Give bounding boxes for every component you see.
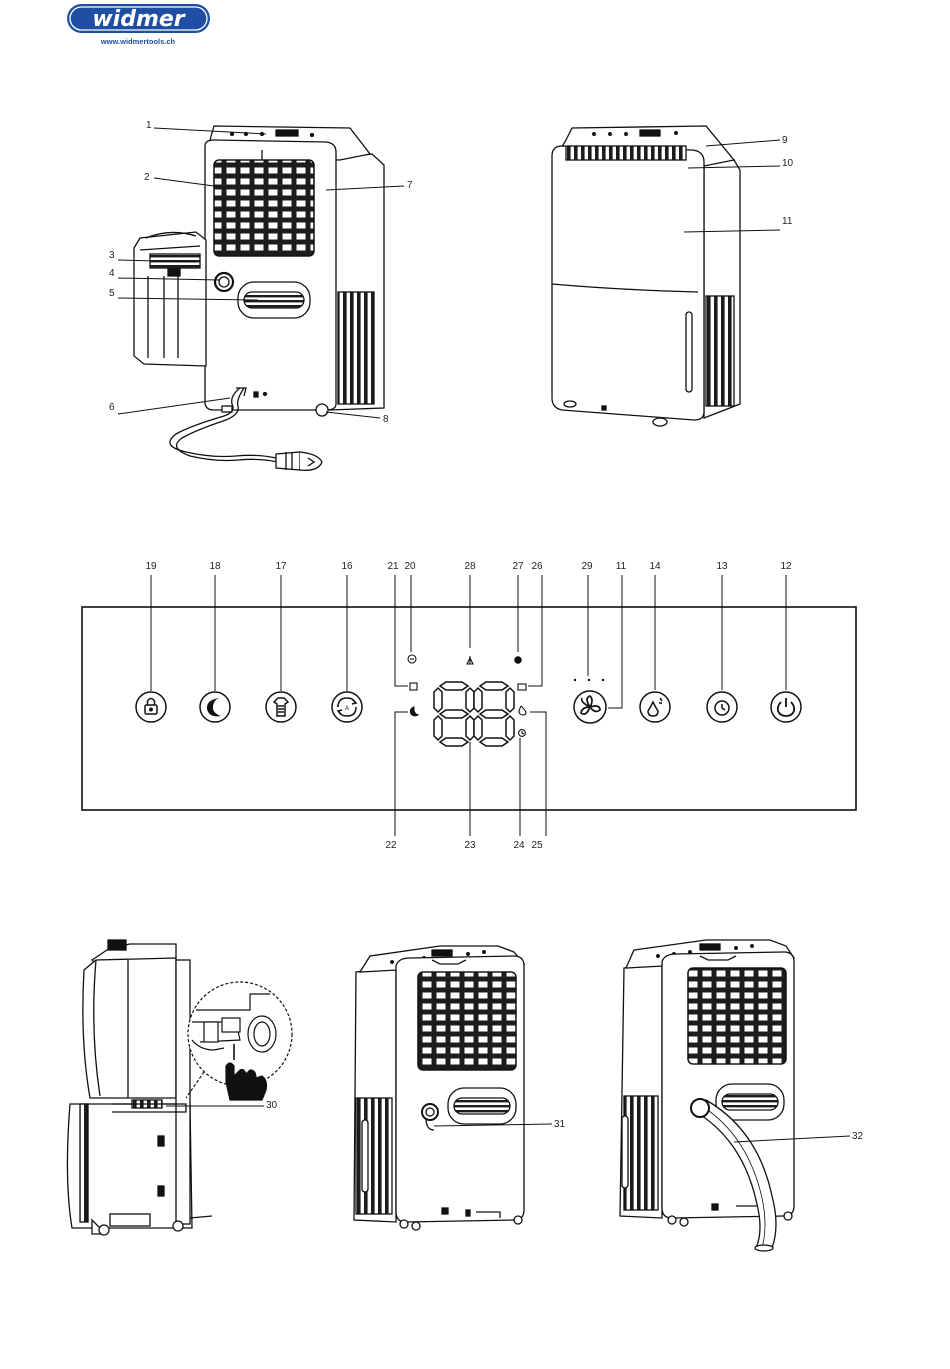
callout-32: 32 [852,1131,864,1142]
callout-21: 21 [387,561,399,572]
callout-10: 10 [782,158,794,169]
drain-zoom-detail [186,982,292,1100]
callout-22: 22 [385,840,397,851]
callout-11b: 11 [616,561,627,572]
callout-11: 11 [782,216,793,227]
callout-16: 16 [341,561,353,572]
sleep-button[interactable] [200,692,230,722]
dehumidifier-back-view [552,126,740,426]
callout-25: 25 [531,840,543,851]
ionizer-indicator-icon [515,657,521,663]
laundry-button[interactable] [266,692,296,722]
callout-12: 12 [780,561,792,572]
timer-button[interactable] [707,692,737,722]
callout-17: 17 [275,561,287,572]
lock-button[interactable] [136,692,166,722]
panel-top-callouts: 19 18 17 16 21 20 28 27 26 29 11 14 13 1… [145,561,792,572]
callout-6: 6 [109,402,115,413]
fan-speed-button[interactable] [574,691,606,723]
callout-18: 18 [209,561,221,572]
callout-30: 30 [266,1100,278,1111]
callout-3: 3 [109,250,115,261]
callout-26: 26 [531,561,543,572]
power-button[interactable] [771,692,801,722]
callout-28: 28 [464,561,476,572]
callout-7: 7 [407,180,413,191]
humidity-button[interactable] [640,692,670,722]
panel-bottom-callouts: 22 23 24 25 [385,840,543,851]
callout-8: 8 [383,414,389,425]
dehumidifier-front-view [205,126,384,416]
dehumidifier-side-view [67,940,212,1235]
auto-mode-button[interactable]: A [332,692,362,722]
callout-4: 4 [109,268,115,279]
control-panel: A [82,561,856,851]
callout-29: 29 [581,561,593,572]
widmer-logo: widmer www.widmertools.ch [67,4,210,46]
dehumidifier-front-view-drain [354,946,524,1230]
callout-23: 23 [464,840,476,851]
svg-text:A: A [345,706,349,712]
callout-24: 24 [513,840,525,851]
callout-2: 2 [144,172,150,183]
callout-31: 31 [554,1119,566,1130]
callout-1: 1 [146,120,152,131]
callout-9: 9 [782,135,788,146]
callout-27: 27 [512,561,524,572]
callout-14: 14 [649,561,661,572]
callout-19: 19 [145,561,157,572]
logo-name: widmer [92,7,185,32]
callout-13: 13 [716,561,728,572]
callout-20: 20 [404,561,416,572]
callout-5: 5 [109,288,115,299]
logo-url: www.widmertools.ch [100,37,176,46]
